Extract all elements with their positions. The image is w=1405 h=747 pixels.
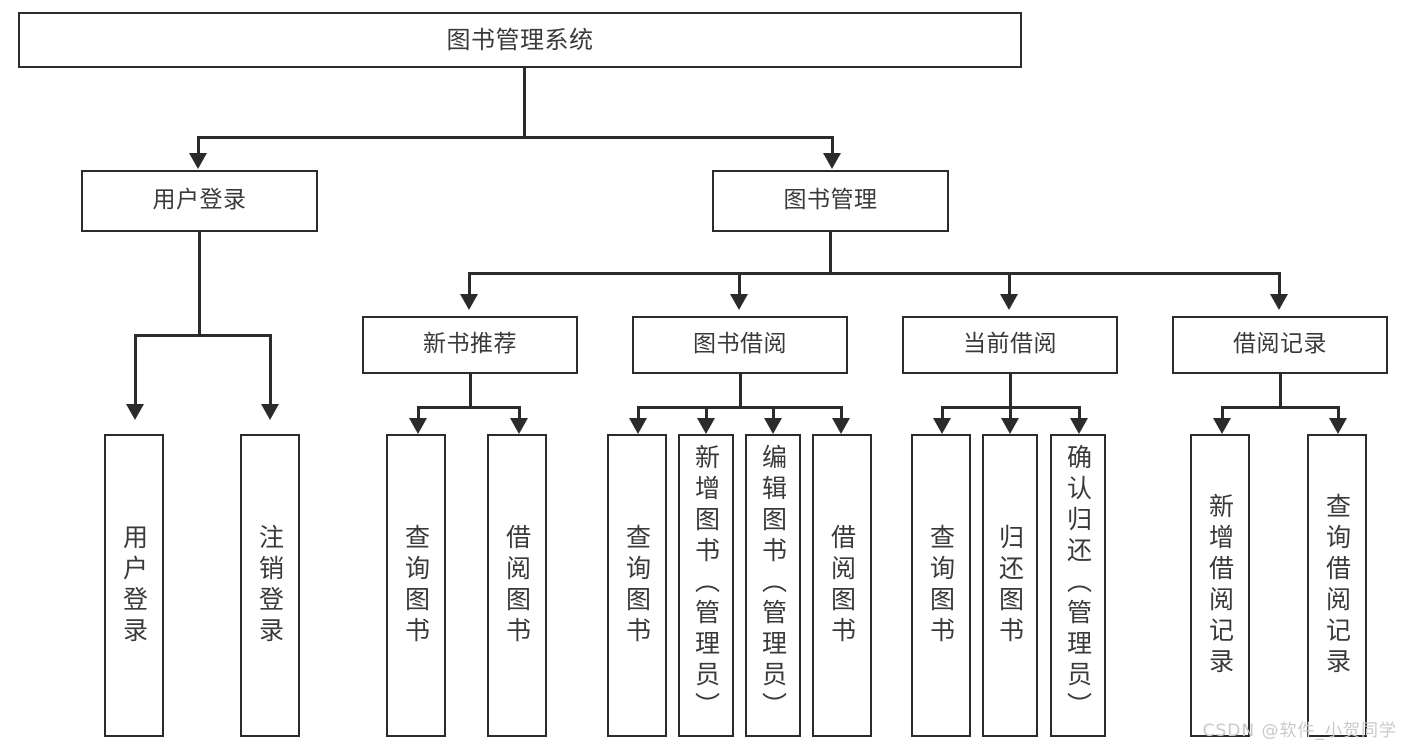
- connector-currentborrow-c1: [941, 406, 944, 420]
- node-label: 查询借阅记录: [1322, 492, 1352, 679]
- arrow-borrowrecord-c1: [1213, 418, 1231, 434]
- arrow-userlogin-c1: [126, 404, 144, 420]
- node-label: 注销登录: [255, 523, 285, 648]
- leaf-confirm-return-admin[interactable]: 确认归还（管理员）: [1050, 434, 1106, 737]
- arrow-currentborrow-c2: [1001, 418, 1019, 434]
- node-label: 借阅图书: [502, 523, 532, 648]
- connector-borrowrecord-bus: [1221, 406, 1339, 409]
- node-label: 新增图书（管理员）: [691, 444, 721, 723]
- connector-currentborrow-c2: [1009, 406, 1012, 420]
- connector-bookmgmt-stem: [829, 232, 832, 274]
- leaf-edit-book-admin[interactable]: 编辑图书（管理员）: [745, 434, 801, 737]
- csdn-watermark: CSDN @软件_小贺同学: [1202, 721, 1397, 741]
- leaf-query-borrow-record[interactable]: 查询借阅记录: [1307, 434, 1367, 737]
- node-book-management[interactable]: 图书管理: [712, 170, 949, 232]
- connector-bookmgmt-c1: [468, 272, 471, 296]
- connector-root-bus: [197, 136, 834, 139]
- connector-userlogin-c1: [134, 334, 137, 406]
- node-label: 新书推荐: [423, 331, 517, 358]
- connector-userlogin-stem: [198, 232, 201, 336]
- connector-bookmgmt-bus: [468, 272, 1278, 275]
- leaf-add-borrow-record[interactable]: 新增借阅记录: [1190, 434, 1250, 737]
- connector-bookborrow-c4: [840, 406, 843, 420]
- arrow-bookmgmt-c4: [1270, 294, 1288, 310]
- node-label: 图书借阅: [693, 331, 787, 358]
- node-label: 用户登录: [119, 523, 149, 648]
- arrow-bookborrow-c4: [832, 418, 850, 434]
- node-label: 归还图书: [995, 523, 1025, 648]
- connector-bookborrow-c1: [637, 406, 640, 420]
- leaf-query-book-borrow[interactable]: 查询图书: [607, 434, 667, 737]
- connector-borrowrecord-c2: [1337, 406, 1340, 420]
- connector-userlogin-bus: [134, 334, 269, 337]
- connector-newbook-c2: [518, 406, 521, 420]
- node-book-borrow[interactable]: 图书借阅: [632, 316, 848, 374]
- node-label: 查询图书: [401, 523, 431, 648]
- arrow-currentborrow-c1: [933, 418, 951, 434]
- leaf-query-book-current[interactable]: 查询图书: [911, 434, 971, 737]
- connector-bookmgmt-c4: [1278, 272, 1281, 296]
- arrow-userlogin-c2: [261, 404, 279, 420]
- connector-bookborrow-stem: [739, 374, 742, 408]
- arrow-currentborrow-c3: [1070, 418, 1088, 434]
- arrow-bookborrow-c1: [629, 418, 647, 434]
- connector-newbook-c1: [417, 406, 420, 420]
- arrow-bookborrow-c2: [697, 418, 715, 434]
- node-label: 当前借阅: [963, 331, 1057, 358]
- arrow-bookmgmt-c3: [1000, 294, 1018, 310]
- connector-currentborrow-c3: [1078, 406, 1081, 420]
- node-label: 查询图书: [926, 523, 956, 648]
- connector-bookborrow-c3: [772, 406, 775, 420]
- node-label: 图书管理系统: [446, 25, 594, 54]
- node-label: 确认归还（管理员）: [1063, 444, 1093, 723]
- node-label: 用户登录: [152, 187, 247, 214]
- connector-root-stem: [523, 68, 526, 138]
- connector-root-to-bookmgmt: [831, 136, 834, 156]
- connector-borrowrecord-c1: [1221, 406, 1224, 420]
- node-label: 查询图书: [622, 523, 652, 648]
- connector-bookborrow-bus: [637, 406, 843, 409]
- node-label: 借阅图书: [827, 523, 857, 648]
- connector-bookmgmt-c2: [738, 272, 741, 296]
- arrow-newbook-c1: [409, 418, 427, 434]
- connector-newbook-stem: [469, 374, 472, 408]
- leaf-add-book-admin[interactable]: 新增图书（管理员）: [678, 434, 734, 737]
- leaf-logout[interactable]: 注销登录: [240, 434, 300, 737]
- arrow-root-to-bookmgmt: [823, 153, 841, 169]
- node-user-login[interactable]: 用户登录: [81, 170, 318, 232]
- leaf-user-login[interactable]: 用户登录: [104, 434, 164, 737]
- node-current-borrow[interactable]: 当前借阅: [902, 316, 1118, 374]
- node-label: 借阅记录: [1233, 331, 1327, 358]
- node-root-system[interactable]: 图书管理系统: [18, 12, 1022, 68]
- node-label: 新增借阅记录: [1205, 492, 1235, 679]
- node-label: 编辑图书（管理员）: [758, 444, 788, 723]
- node-label: 图书管理: [783, 187, 878, 214]
- connector-bookborrow-c2: [705, 406, 708, 420]
- arrow-newbook-c2: [510, 418, 528, 434]
- connector-root-to-userlogin: [197, 136, 200, 156]
- arrow-bookmgmt-c2: [730, 294, 748, 310]
- leaf-return-book[interactable]: 归还图书: [982, 434, 1038, 737]
- leaf-borrow-book[interactable]: 借阅图书: [812, 434, 872, 737]
- node-new-book-recommend[interactable]: 新书推荐: [362, 316, 578, 374]
- connector-currentborrow-stem: [1009, 374, 1012, 408]
- connector-bookmgmt-c3: [1008, 272, 1011, 296]
- connector-newbook-bus: [417, 406, 521, 409]
- arrow-root-to-userlogin: [189, 153, 207, 169]
- leaf-query-book-newrec[interactable]: 查询图书: [386, 434, 446, 737]
- arrow-bookmgmt-c1: [460, 294, 478, 310]
- node-borrow-record[interactable]: 借阅记录: [1172, 316, 1388, 374]
- connector-borrowrecord-stem: [1279, 374, 1282, 408]
- leaf-borrow-book-newrec[interactable]: 借阅图书: [487, 434, 547, 737]
- connector-userlogin-c2: [269, 334, 272, 406]
- arrow-borrowrecord-c2: [1329, 418, 1347, 434]
- arrow-bookborrow-c3: [764, 418, 782, 434]
